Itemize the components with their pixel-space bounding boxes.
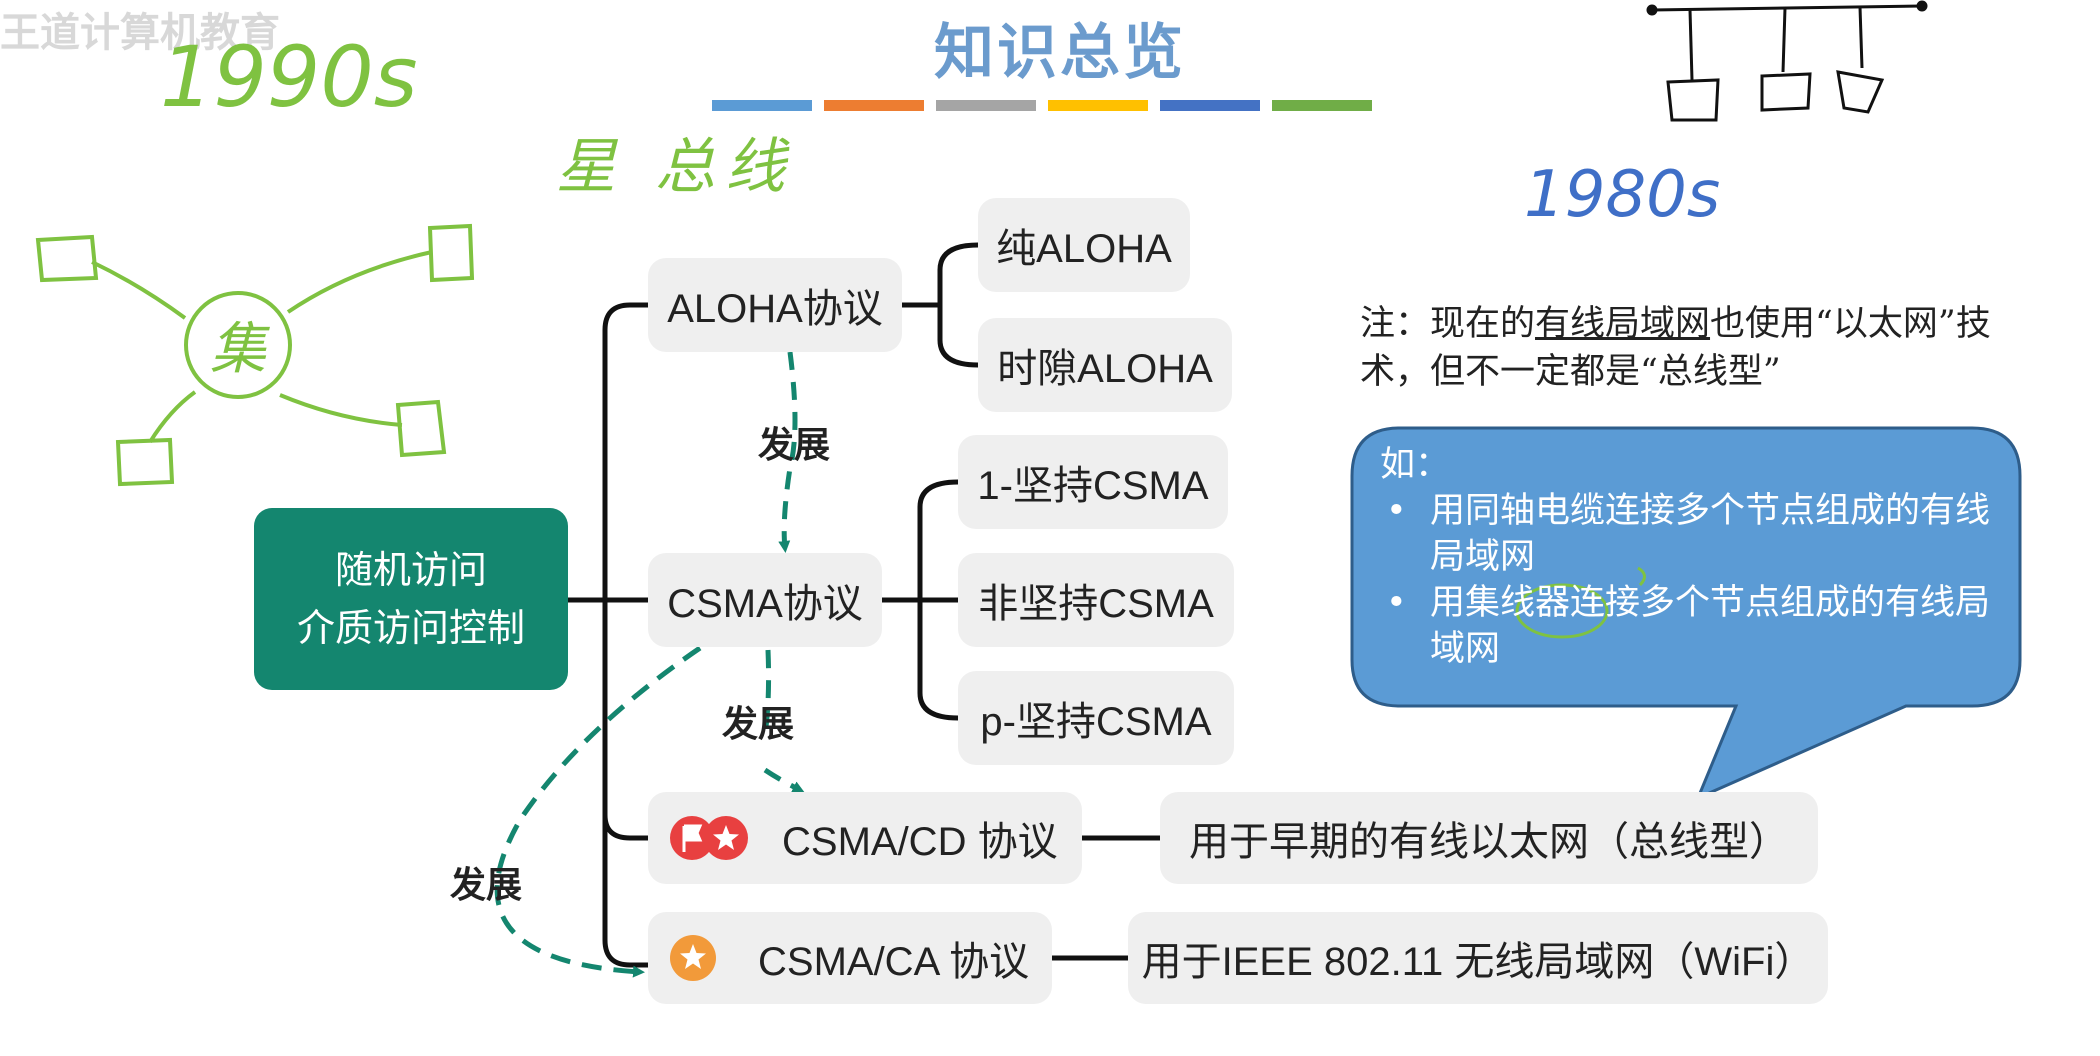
node-slotted-aloha-label: 时隙ALOHA <box>997 347 1213 391</box>
watermark: 王道计算机教育 <box>0 10 280 56</box>
main-trunk <box>602 302 631 968</box>
hw-year-1980s: 1980s <box>1524 158 1721 232</box>
develop-arrow-csma-cd <box>762 649 800 790</box>
note-underlined: 有线局域网 <box>1535 304 1711 344</box>
title-color-bar <box>936 100 1036 111</box>
root-line-1: 随机访问 <box>334 548 487 592</box>
note-suffix: 也使用“以太网”技术，但不一定都是“总线型” <box>1360 304 1991 392</box>
root-node-random-access-mac: 随机访问 介质访问控制 <box>254 508 568 690</box>
node-csma-cd-desc: 用于早期的有线以太网（总线型） <box>1160 792 1818 884</box>
star-badge-icon <box>670 935 716 981</box>
node-csma-cd: CSMA/CD 协议 <box>648 792 1082 884</box>
hw-hub-char: 集 <box>210 317 266 382</box>
develop-label-3: 发展 <box>450 865 523 906</box>
bus-topology-sketch <box>1646 0 1928 122</box>
node-non-persistent-label: 非坚持CSMA <box>978 582 1214 626</box>
node-csma-cd-label: CSMA/CD 协议 <box>782 820 1058 864</box>
node-slotted-aloha: 时隙ALOHA <box>978 318 1232 412</box>
develop-label-1: 发展 <box>758 425 831 466</box>
star-topology-sketch <box>35 223 475 487</box>
node-1-persistent-label: 1-坚持CSMA <box>977 464 1209 508</box>
aloha-bracket <box>937 242 979 368</box>
node-1-persistent-csma: 1-坚持CSMA <box>958 435 1228 529</box>
title-color-bar <box>1272 100 1372 111</box>
node-csma: CSMA协议 <box>648 553 882 647</box>
develop-arrow-aloha-csma <box>778 351 798 553</box>
callout-item-coax: 用同轴电缆连接多个节点组成的有线局域网 <box>1380 488 1990 580</box>
node-p-persistent-csma: p-坚持CSMA <box>958 671 1234 765</box>
root-line-2: 介质访问控制 <box>296 606 525 650</box>
title-color-bar <box>824 100 924 111</box>
callout-item-hub: 用集线器连接多个节点组成的有线局域网 <box>1380 580 1990 672</box>
node-p-persistent-label: p-坚持CSMA <box>980 700 1212 744</box>
title-color-bar <box>712 100 812 111</box>
hw-star-bus-label: 星 总线 <box>556 132 796 202</box>
node-pure-aloha-label: 纯ALOHA <box>996 227 1172 271</box>
node-csma-label: CSMA协议 <box>667 582 863 626</box>
csma-bracket <box>917 479 959 721</box>
develop-label-2: 发展 <box>722 704 795 745</box>
csma-ca-desc-text: 用于IEEE 802.11 无线局域网（WiFi） <box>1141 940 1815 984</box>
page-title: 知识总览 <box>934 18 1186 88</box>
node-csma-ca-label: CSMA/CA 协议 <box>758 940 1030 984</box>
node-csma-ca-desc: 用于IEEE 802.11 无线局域网（WiFi） <box>1128 912 1828 1004</box>
note-prefix: 注：现在的 <box>1360 304 1536 344</box>
node-aloha-label: ALOHA协议 <box>667 287 883 331</box>
note-text: 注：现在的有线局域网也使用“以太网”技术，但不一定都是“总线型” <box>1360 300 2060 396</box>
node-pure-aloha: 纯ALOHA <box>978 198 1190 292</box>
node-non-persistent-csma: 非坚持CSMA <box>958 553 1234 647</box>
csma-cd-desc-text: 用于早期的有线以太网（总线型） <box>1189 820 1789 864</box>
callout-title: 如： <box>1380 445 1451 485</box>
callout-list: 用同轴电缆连接多个节点组成的有线局域网 用集线器连接多个节点组成的有线局域网 <box>1380 488 1990 672</box>
callout-content: 如： 用同轴电缆连接多个节点组成的有线局域网 用集线器连接多个节点组成的有线局域… <box>1380 442 1990 672</box>
node-aloha: ALOHA协议 <box>648 258 902 352</box>
title-color-bar <box>1160 100 1260 111</box>
node-csma-ca: CSMA/CA 协议 <box>648 912 1052 1004</box>
flag-star-badge-icon <box>670 816 748 860</box>
hw-year-1990s: 1990s <box>160 28 418 126</box>
title-color-bar <box>1048 100 1148 111</box>
